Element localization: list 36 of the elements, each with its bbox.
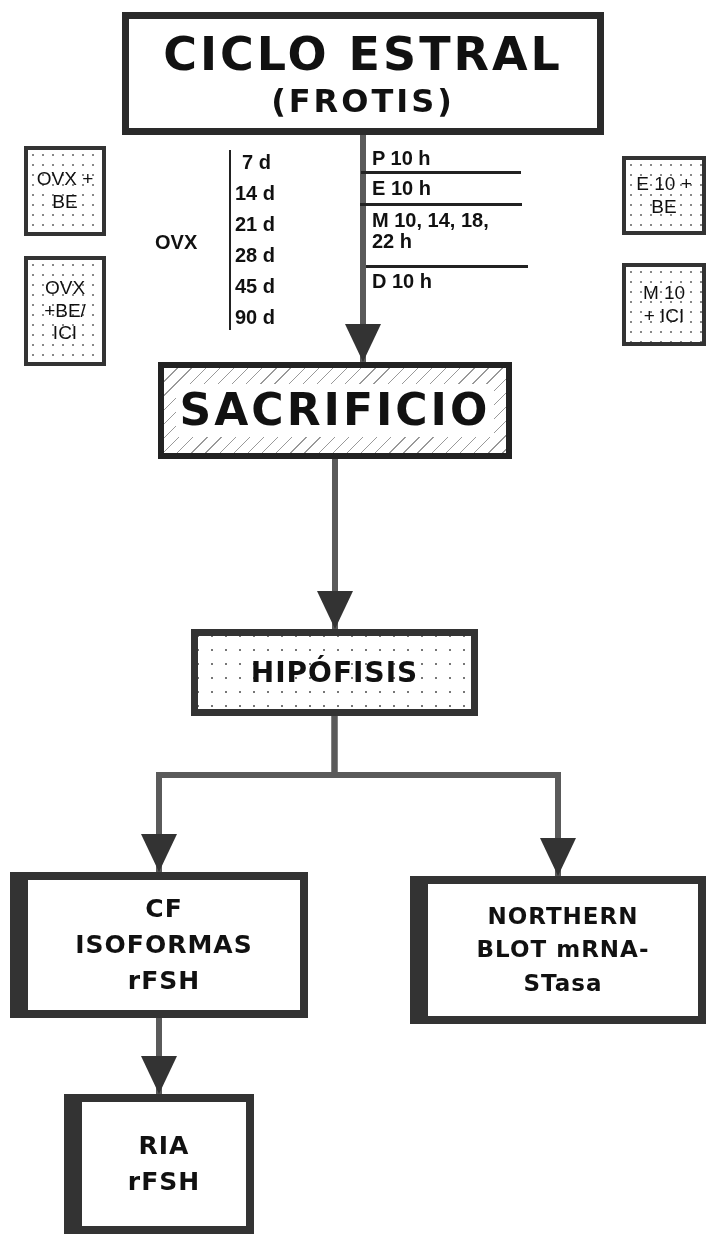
label-text: P 10 h [372, 148, 431, 168]
label-text: 28 d [235, 245, 276, 265]
arrow [141, 1018, 177, 1094]
box-label: CF ISOFORMAS rFSH [74, 892, 254, 998]
label-text: M 10, 14, 18, 22 h [372, 210, 490, 252]
label-text: 7 d [242, 152, 271, 172]
label-text: D 10 h [372, 271, 433, 291]
box-label: M 10 + ICI [641, 281, 687, 328]
process-box [158, 362, 512, 459]
arrow [331, 716, 576, 876]
label-text: 45 d [235, 276, 276, 296]
label-text: 90 d [235, 307, 276, 327]
label-text: OVX [155, 232, 198, 252]
box-label: SACRIFICIO [175, 384, 495, 437]
process-box [64, 1094, 254, 1234]
process-box [191, 629, 478, 716]
process-box [622, 156, 706, 235]
process-box [122, 12, 604, 135]
arrow [317, 459, 353, 629]
box-label: NORTHERN BLOT mRNA-STasa [475, 902, 651, 998]
box-label: OVX +BE/ ICI [43, 276, 87, 346]
box-label: E 10 + BE [636, 172, 692, 219]
process-box [24, 146, 106, 236]
box-label: HIPÓFISIS [250, 655, 419, 690]
box-label: OVX + BE [35, 168, 95, 214]
arrow [345, 135, 381, 362]
label-text: 21 d [235, 214, 276, 234]
box-label: (FROTIS) [271, 81, 455, 121]
label-text: E 10 h [372, 178, 431, 198]
label-text: 14 d [235, 183, 276, 203]
process-box [24, 256, 106, 366]
box-label: CICLO ESTRAL [163, 26, 563, 82]
process-box [622, 263, 706, 346]
process-box [410, 876, 706, 1024]
box-label: RIA rFSH [126, 1129, 202, 1198]
process-box [10, 872, 308, 1018]
